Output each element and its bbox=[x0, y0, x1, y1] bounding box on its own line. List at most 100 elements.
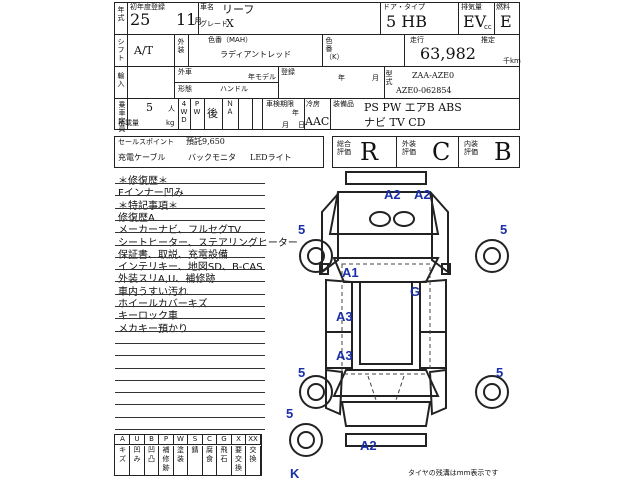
legend-meaning: 補修跡 bbox=[160, 446, 174, 476]
door-type-value: 5 HB bbox=[386, 12, 427, 31]
history-rule bbox=[115, 379, 265, 381]
sales-item-1: 充電ケーブル bbox=[118, 153, 166, 162]
sales-point-label: セールスポイント bbox=[118, 138, 174, 146]
km-label: 千km bbox=[503, 57, 521, 65]
color-value: ラディアントレッド bbox=[220, 50, 292, 59]
mark-tire-rl: 5 bbox=[298, 365, 306, 380]
history-line: メーカーナビ、フルセグTV bbox=[118, 225, 241, 237]
mark-a2-bottom: A2 bbox=[360, 438, 377, 453]
tire-front-left bbox=[299, 239, 333, 273]
history-rule bbox=[115, 183, 265, 184]
hood bbox=[328, 191, 440, 235]
rear-bumper bbox=[345, 433, 427, 447]
displacement-label: 排気量 bbox=[461, 3, 482, 11]
seat-value: 後 bbox=[207, 107, 218, 120]
grade-value: X bbox=[226, 17, 234, 30]
headlight-left bbox=[369, 211, 391, 227]
interior-label: 色番（K） bbox=[325, 37, 344, 61]
history-line: ホイールカバーキズ bbox=[118, 299, 208, 310]
headlight-right bbox=[393, 211, 415, 227]
history-rule bbox=[115, 244, 265, 246]
overall-label: 総合評価 bbox=[337, 140, 351, 156]
legend-meaning: 凹凸 bbox=[145, 446, 159, 476]
mark-a2-top-left: A2 bbox=[384, 187, 401, 202]
legend-meaning: 要交換 bbox=[232, 446, 246, 476]
history-rule bbox=[115, 207, 265, 209]
history-line: ＊特記事項＊ bbox=[118, 200, 178, 212]
tire-front-right bbox=[475, 239, 509, 273]
roof bbox=[359, 281, 413, 365]
insp-month-unit: 月 bbox=[282, 121, 289, 129]
sales-frame bbox=[114, 136, 324, 168]
shift-label: シフト bbox=[117, 38, 125, 62]
history-line: インテリキー、地図SD、B-CAS bbox=[118, 262, 263, 274]
history-rule bbox=[115, 293, 265, 295]
history-rule bbox=[115, 281, 265, 283]
history-line: ＊修復歴＊ bbox=[118, 176, 168, 187]
pw-label: PW bbox=[193, 100, 201, 116]
legend-meaning: 塗装 bbox=[174, 446, 188, 476]
mark-a3-upper: A3 bbox=[336, 309, 353, 324]
history-rule bbox=[115, 232, 265, 234]
tire-rear-left bbox=[299, 375, 333, 409]
mark-g: G bbox=[410, 284, 421, 299]
mark-a1: A1 bbox=[342, 265, 359, 280]
tire-spare-inner bbox=[297, 431, 315, 449]
tire-front-right-inner bbox=[483, 247, 501, 265]
mark-tire-fl: 5 bbox=[298, 222, 306, 237]
cabin-outline bbox=[341, 263, 431, 375]
exterior-value: C bbox=[432, 138, 451, 166]
cc-label: cc bbox=[484, 23, 492, 31]
handle-label: ハンドル bbox=[220, 85, 248, 93]
aac-value: AAC bbox=[305, 115, 330, 128]
mark-a3-lower: A3 bbox=[336, 348, 353, 363]
grades-frame bbox=[332, 136, 520, 168]
front-right-door bbox=[419, 278, 447, 333]
front-right-fender bbox=[431, 191, 449, 274]
rear-right-door bbox=[419, 331, 447, 369]
history-rule bbox=[115, 416, 265, 418]
mirror-right bbox=[441, 263, 451, 275]
rear-quarter-left bbox=[325, 368, 344, 416]
legend-letter: B bbox=[145, 435, 159, 444]
sales-point-value: 預託9,650 bbox=[186, 137, 225, 146]
equipment-line2: ナビ TV CD bbox=[364, 116, 426, 129]
outside-label: 外車 bbox=[178, 68, 192, 76]
legend-meaning: 錆 bbox=[189, 446, 203, 476]
history-rule bbox=[115, 367, 265, 369]
load-label: 積載量 bbox=[118, 119, 139, 127]
insp-day-unit: 日 bbox=[298, 121, 305, 129]
door-type-label: ドア・タイプ bbox=[383, 3, 425, 11]
capacity-unit: 人 bbox=[168, 105, 175, 113]
history-rule bbox=[115, 355, 265, 357]
load-unit: kg bbox=[166, 119, 175, 127]
tire-spare bbox=[289, 423, 323, 457]
import-label: 輸入 bbox=[117, 72, 125, 88]
year-unit: 年 bbox=[338, 74, 345, 82]
history-rule bbox=[115, 330, 265, 332]
history-rule bbox=[115, 318, 265, 320]
history-rule bbox=[115, 306, 265, 307]
history-line: 保証書、取説、充電設備 bbox=[118, 249, 228, 261]
estimate-label: 推定 bbox=[481, 36, 495, 44]
history-line: 車内うすい汚れ bbox=[118, 286, 188, 298]
interior-value: B bbox=[494, 138, 512, 166]
tire-front-left-inner bbox=[307, 247, 325, 265]
tailgate bbox=[340, 401, 432, 427]
model-value: ZAA-AZE0 bbox=[412, 71, 455, 80]
history-rule bbox=[115, 195, 265, 197]
mark-tire-spare: 5 bbox=[286, 406, 294, 421]
seat-left bbox=[367, 375, 377, 401]
equipment-label: 装備品 bbox=[333, 100, 354, 108]
mark-a2-top-right: A2 bbox=[414, 187, 431, 202]
legend-letter: S bbox=[189, 435, 203, 444]
year-label: 年式 bbox=[117, 6, 125, 22]
capacity-label: 乗車定員 bbox=[118, 101, 126, 133]
month-unit-3: 月 bbox=[372, 74, 379, 82]
aircon-label: 外装 bbox=[177, 38, 185, 54]
cooler-label: 冷房 bbox=[306, 100, 320, 108]
mark-tire-fr: 5 bbox=[500, 222, 508, 237]
equipment-line1: PS PW エアB ABS bbox=[364, 101, 462, 114]
mark-k: K bbox=[290, 466, 300, 480]
legend-letter: C bbox=[203, 435, 217, 444]
